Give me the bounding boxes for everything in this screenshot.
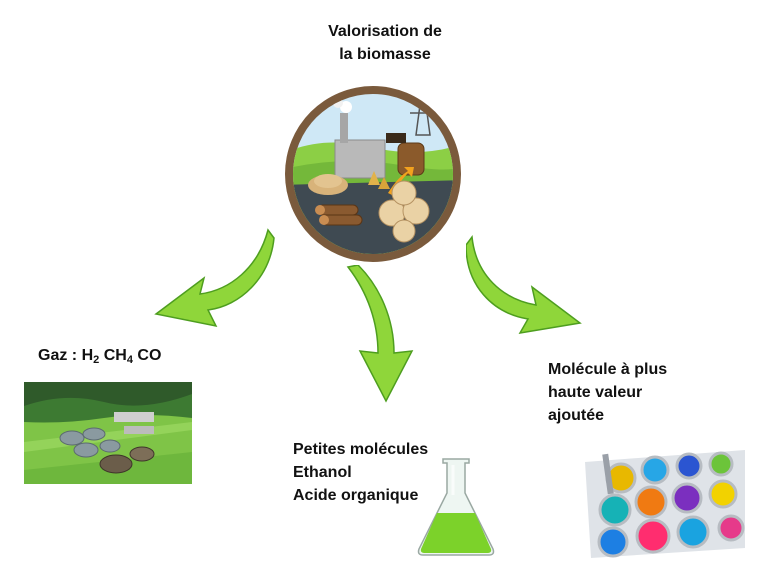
arrow-to-small-molecules (346, 265, 414, 403)
flask-icon (417, 458, 495, 556)
title-line-2: la biomasse (339, 46, 431, 63)
gas-text-h: Gaz : H (38, 347, 94, 364)
arrow-to-gas (154, 228, 275, 328)
small-molecules-label: Petites molécules Ethanol Acide organiqu… (293, 438, 428, 507)
title-line-1: Valorisation de (328, 23, 442, 40)
high-value-label: Molécule à plus haute valeur ajoutée (548, 358, 667, 427)
gas-h-subscript: 2 (93, 354, 100, 366)
high-value-line-3: ajoutée (548, 407, 605, 424)
paint-cans-photo (585, 450, 745, 558)
gas-text-co: CO (132, 347, 162, 364)
high-value-line-2: haute valeur (548, 384, 643, 401)
small-molecules-line-2: Ethanol (293, 464, 352, 481)
biogas-plant-photo (24, 382, 192, 484)
small-molecules-line-3: Acide organique (293, 487, 419, 504)
high-value-line-1: Molécule à plus (548, 361, 668, 378)
arrow-to-high-value (466, 235, 582, 334)
diagram-title: Valorisation de la biomasse (300, 20, 470, 66)
small-molecules-line-1: Petites molécules (293, 441, 429, 458)
biomass-illustration (285, 86, 461, 262)
gas-text-ch: CH (99, 347, 127, 364)
gas-ch-subscript: 4 (126, 354, 133, 366)
gas-label: Gaz : H2 CH4 CO (38, 344, 161, 372)
